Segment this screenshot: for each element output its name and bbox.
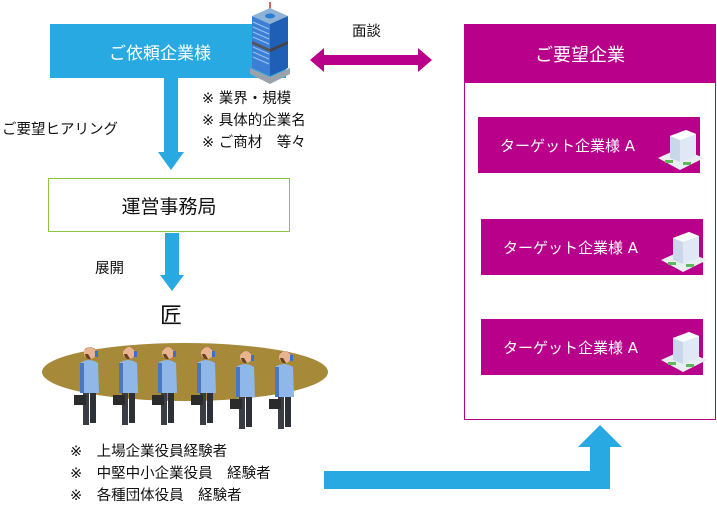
expert-person-icon	[269, 351, 294, 429]
desired-companies-header: ご要望企業	[464, 24, 716, 83]
takumi-note: ※ 上場企業役員経験者	[70, 444, 228, 460]
client-notes: ※ 業界・規模 ※ 具体的企業名 ※ ご商材 等々	[202, 88, 306, 154]
office-building-icon	[661, 232, 707, 272]
elbow-arrow-icon	[324, 425, 622, 489]
target-company-label: ターゲット企業様 A	[503, 238, 639, 257]
office-label: 運営事務局	[121, 195, 217, 218]
desired-companies-title: ご要望企業	[535, 44, 625, 66]
takumi-notes: ※ 上場企業役員経験者 ※ 中堅中小企業役員 経験者 ※ 各種団体役員 経験者	[70, 441, 271, 507]
expert-person-icon	[191, 347, 216, 425]
down-arrow-icon	[160, 233, 184, 291]
deploy-label: 展開	[95, 261, 124, 277]
client-company-box: ご依頼企業様	[50, 24, 286, 78]
target-company-card: ターゲット企業様 A	[478, 117, 700, 173]
office-box: 運営事務局	[48, 178, 290, 232]
target-company-card: ターゲット企業様 A	[481, 219, 703, 275]
double-arrow-icon	[310, 48, 432, 72]
target-company-card: ターゲット企業様 A	[481, 319, 703, 375]
client-note: ※ ご商材 等々	[202, 135, 306, 151]
expert-person-icon	[230, 351, 255, 429]
gold-platform	[42, 343, 328, 401]
office-building-icon	[658, 130, 704, 170]
expert-person-icon	[74, 347, 99, 425]
client-note: ※ 具体的企業名	[202, 113, 306, 129]
hearing-label: ご要望ヒアリング	[2, 122, 118, 138]
expert-person-icon	[152, 347, 177, 425]
target-company-label: ターゲット企業様 A	[500, 136, 636, 155]
client-note: ※ 業界・規模	[202, 91, 292, 107]
down-arrow-icon	[158, 78, 184, 170]
skyscraper-icon	[250, 2, 290, 84]
takumi-note: ※ 各種団体役員 経験者	[70, 488, 242, 504]
takumi-note: ※ 中堅中小企業役員 経験者	[70, 466, 271, 482]
target-company-label: ターゲット企業様 A	[503, 338, 639, 357]
expert-person-icon	[113, 347, 138, 425]
takumi-label: 匠	[160, 304, 183, 329]
expert-group-illustration	[42, 343, 328, 429]
office-building-icon	[661, 332, 707, 372]
interview-label: 面談	[352, 24, 381, 40]
client-company-label: ご依頼企業様	[109, 43, 211, 64]
